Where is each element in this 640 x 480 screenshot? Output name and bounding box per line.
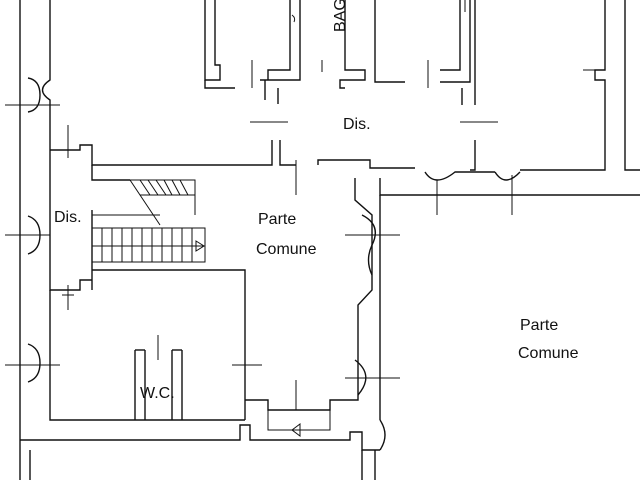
- staircase: [92, 179, 206, 263]
- right-upper-walls: [470, 0, 640, 171]
- upper-room-walls: [204, 0, 498, 123]
- label-bagno: BAG: [332, 0, 349, 32]
- lower-walls: [20, 419, 386, 480]
- label-parte-comune-center-line2: Comune: [256, 241, 317, 258]
- label-dis-left: Dis.: [54, 209, 82, 226]
- label-parte-comune-center-line1: Parte: [258, 211, 296, 228]
- label-parte-comune-right-line2: Comune: [518, 345, 579, 362]
- label-dis-top: Dis.: [343, 116, 371, 133]
- left-corridor-walls: [49, 150, 246, 420]
- central-area-walls: [232, 178, 400, 437]
- outer-left-wall: [5, 0, 60, 480]
- wc-walls: [49, 290, 245, 421]
- label-wc: W.C.: [140, 385, 175, 402]
- label-parte-comune-right-line1: Parte: [520, 317, 558, 334]
